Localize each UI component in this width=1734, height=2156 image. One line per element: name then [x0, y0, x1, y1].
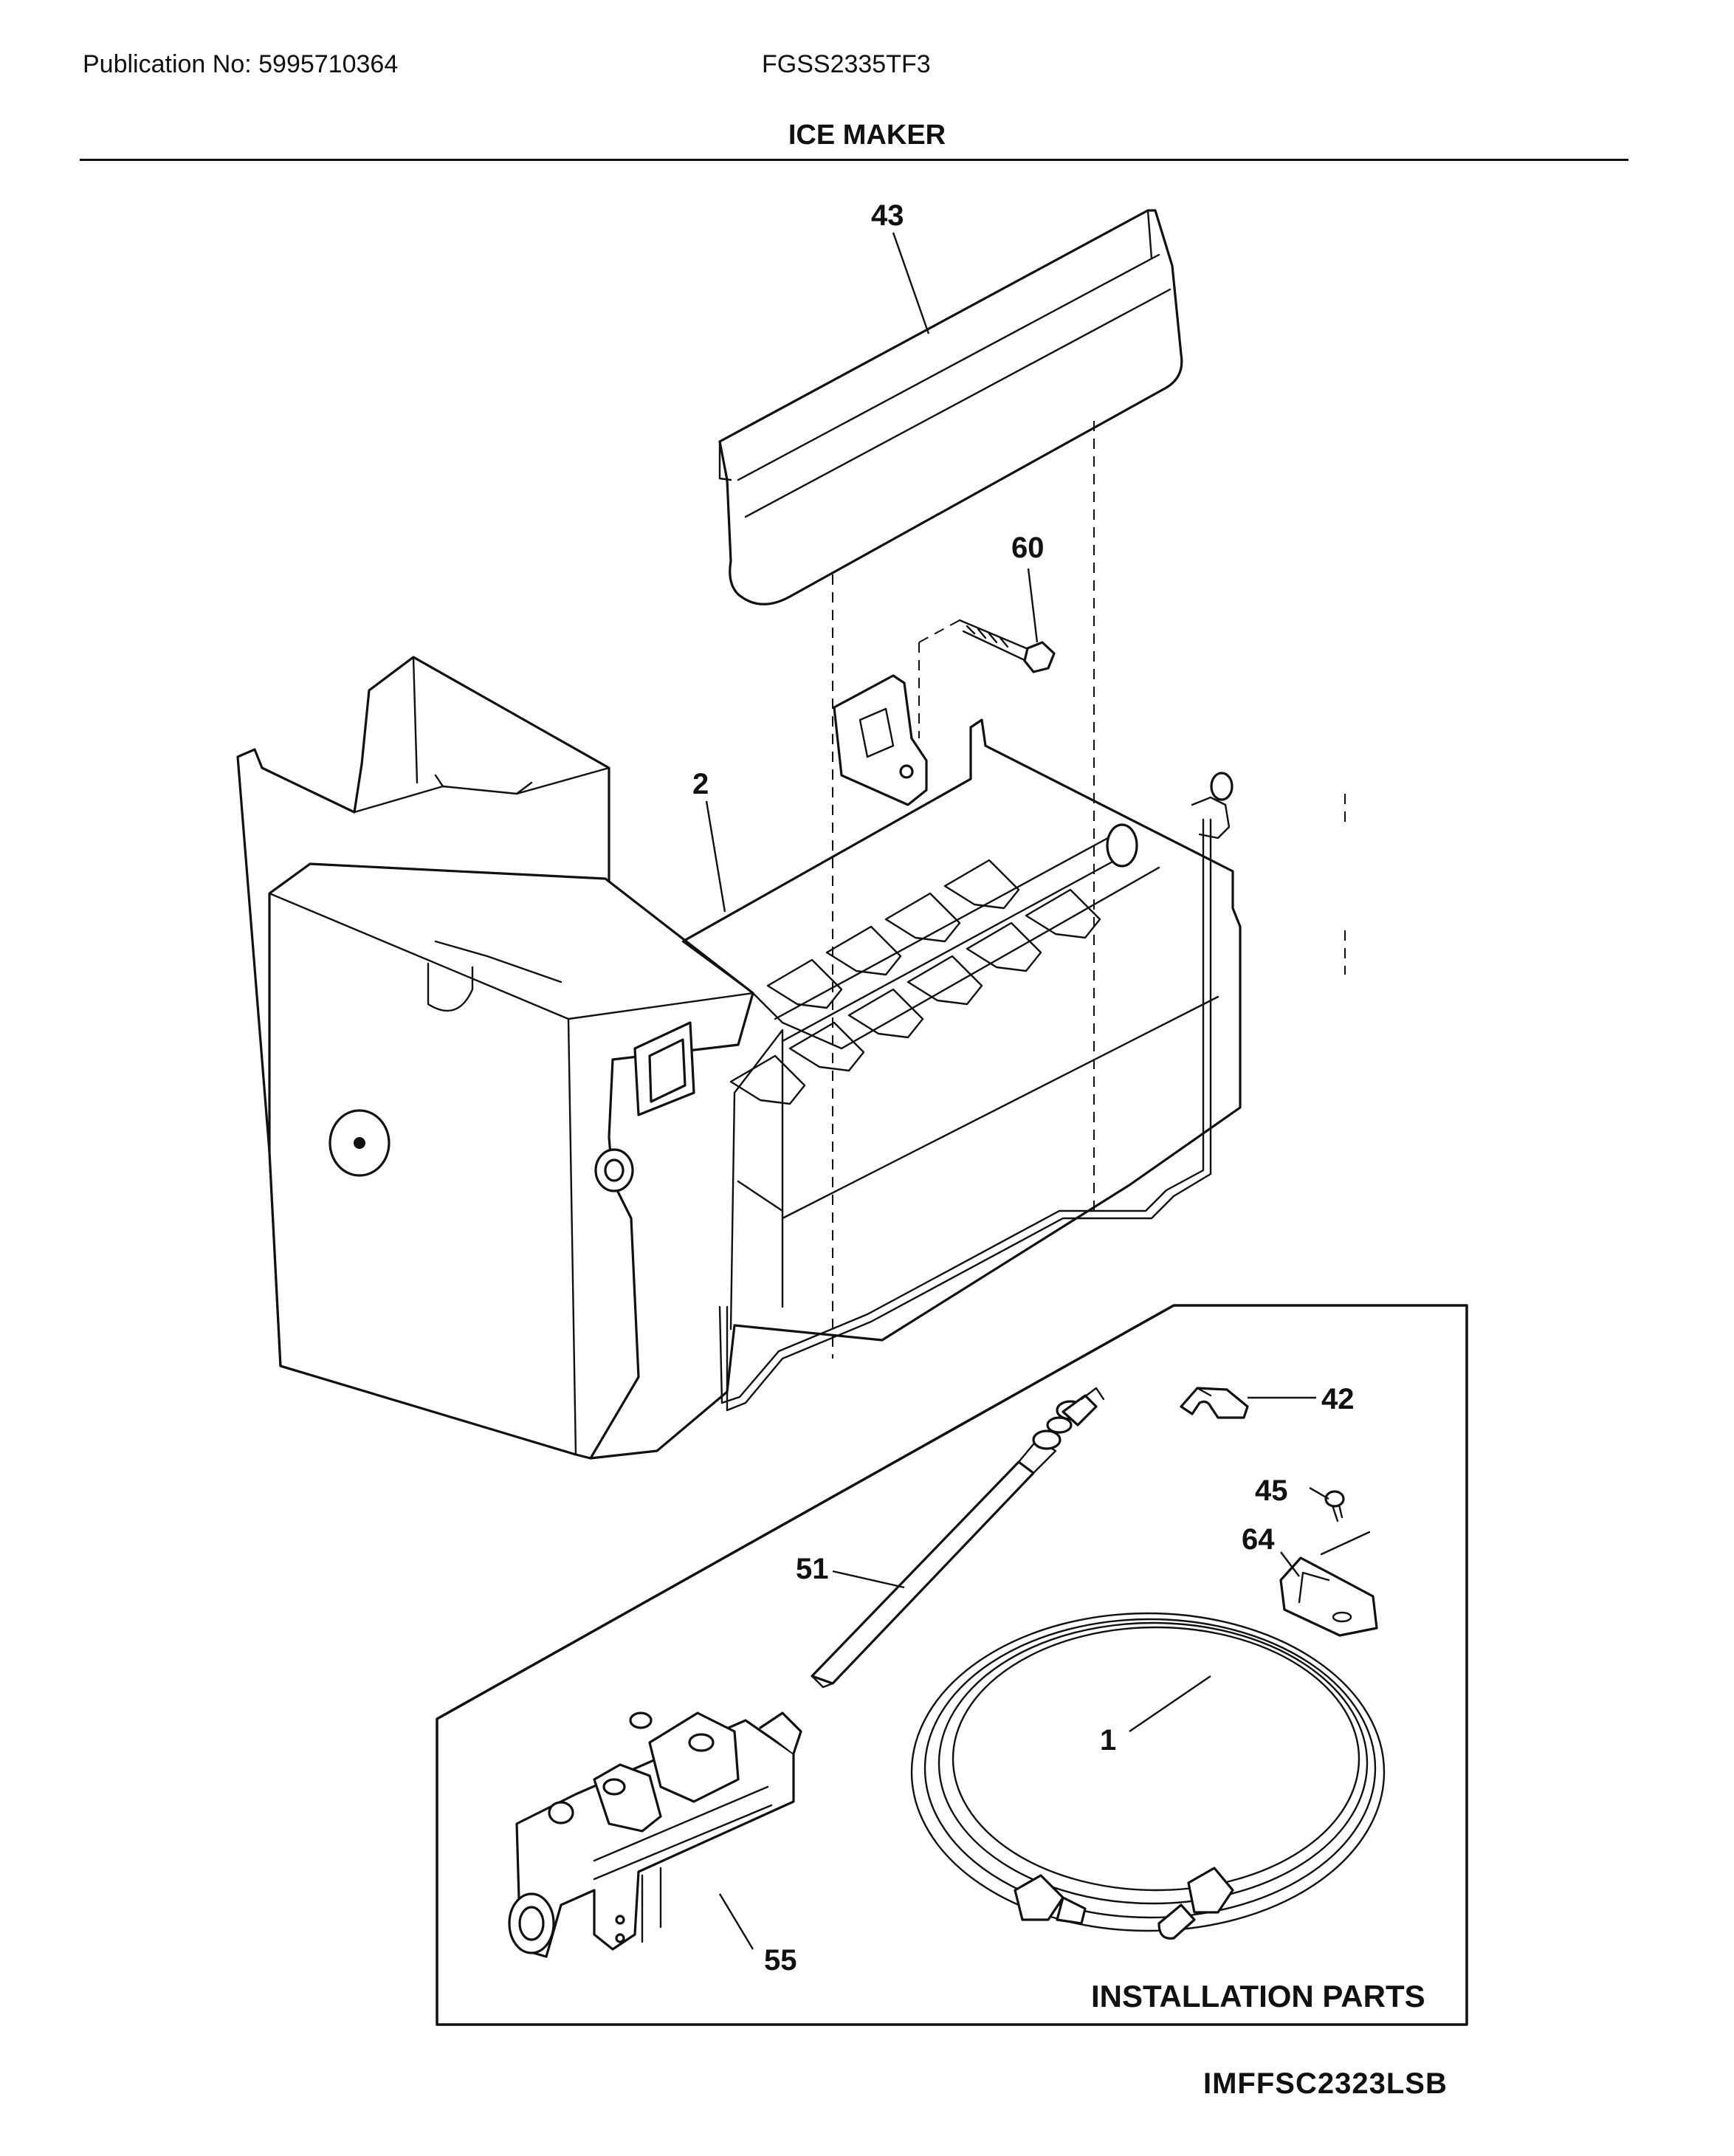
- part-55-water-valve[interactable]: [508, 1712, 802, 1958]
- model-number: FGSS2335TF3: [762, 50, 931, 78]
- callout-2: 2: [692, 768, 709, 800]
- part-43-stripper-cover[interactable]: [718, 209, 1183, 605]
- part-45-screw[interactable]: [1324, 1490, 1345, 1522]
- part-2-ice-maker-assembly[interactable]: [236, 656, 1242, 1460]
- installation-parts-box: [436, 1304, 1468, 2026]
- installation-parts-label: INSTALLATION PARTS: [1091, 1979, 1425, 2013]
- page-title: ICE MAKER: [788, 120, 946, 151]
- callout-43: 43: [871, 199, 904, 232]
- diagram-code: IMFFSC2323LSB: [1203, 2067, 1448, 2100]
- part-42-clip[interactable]: [1180, 1387, 1249, 1419]
- callout-55: 55: [764, 1944, 797, 1977]
- part-1-water-tube[interactable]: [910, 1612, 1386, 1940]
- callout-1: 1: [1100, 1724, 1116, 1757]
- part-60-screw[interactable]: [958, 619, 1056, 673]
- callout-51: 51: [796, 1553, 829, 1585]
- callout-42: 42: [1321, 1383, 1355, 1415]
- callout-60: 60: [1011, 532, 1045, 564]
- header-rule: [80, 159, 1628, 161]
- publication-number: Publication No: 5995710364: [83, 50, 399, 78]
- callout-45: 45: [1255, 1474, 1288, 1507]
- part-64-clamp[interactable]: [1279, 1531, 1378, 1637]
- callout-64: 64: [1242, 1523, 1275, 1556]
- leader-lines: [705, 232, 1329, 1950]
- part-51-fill-tube[interactable]: [811, 1387, 1105, 1689]
- alignment-lines: [832, 421, 1346, 1359]
